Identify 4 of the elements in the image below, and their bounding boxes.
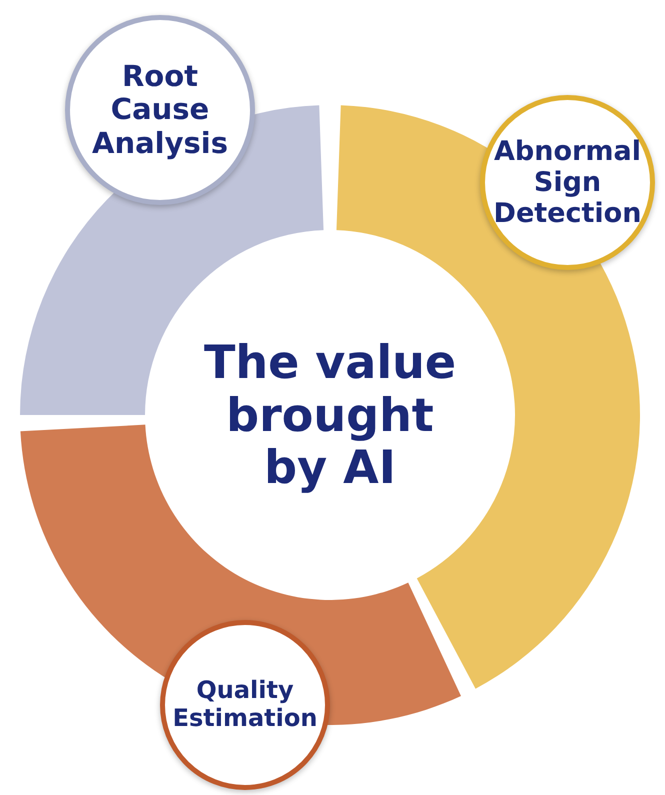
category-label: Root Cause Analysis: [91, 60, 229, 160]
category-label: Abnormal Sign Detection: [492, 136, 642, 230]
center-title: The value brought by AI: [202, 336, 458, 494]
category-label: Quality Estimation: [172, 677, 318, 733]
